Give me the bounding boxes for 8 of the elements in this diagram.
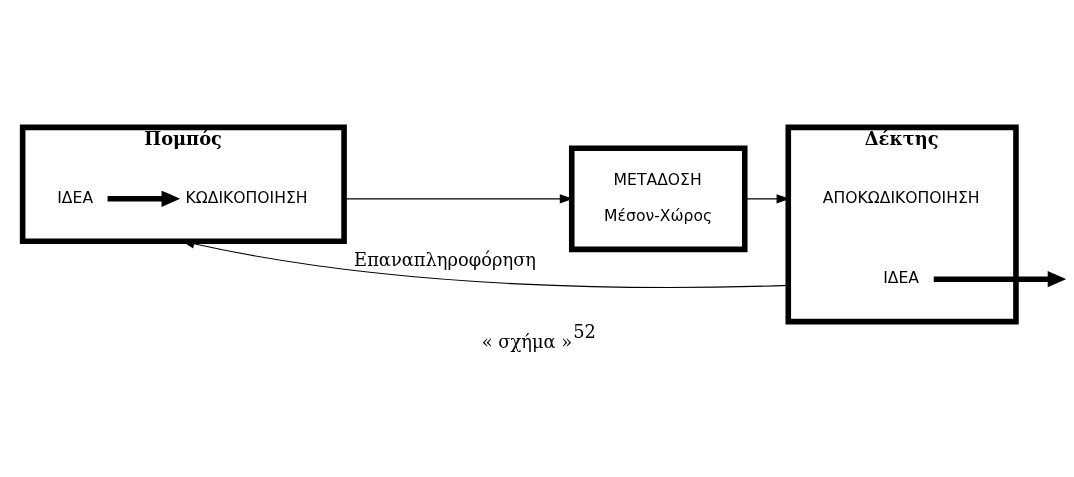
node-text: ΙΔΕΑ: [57, 188, 94, 207]
arrow: [107, 190, 181, 207]
node-text: ΚΩΔΙΚΟΠΟΙΗΣΗ: [185, 188, 308, 207]
arrow: [933, 270, 1066, 287]
edge-label: Επαναπληροφόρηση: [354, 248, 537, 270]
node-text: ΙΔΕΑ: [883, 268, 919, 287]
node-text: ΑΠΟΚΩΔΙΚΟΠΟΙΗΣΗ: [822, 188, 980, 207]
node-box: ΜΕΤΑΔΟΣΗ Μέσον-Χώρος: [568, 144, 748, 252]
